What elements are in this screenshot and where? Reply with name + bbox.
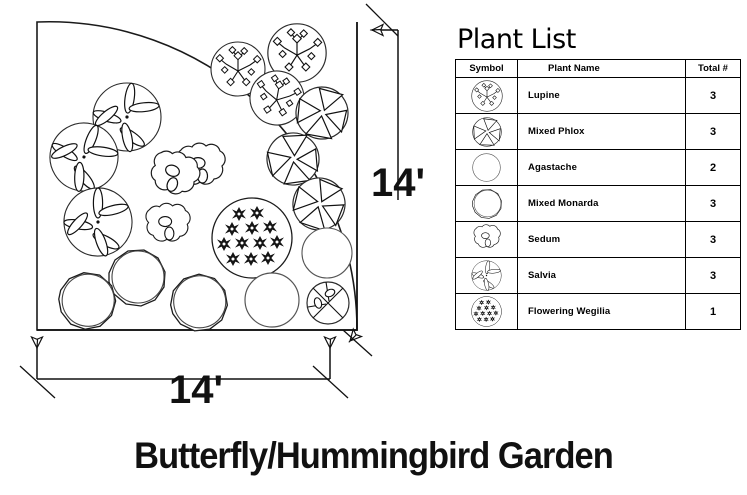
planting-mixed-phlox xyxy=(306,281,350,325)
legend-symbol-cell xyxy=(455,113,518,150)
plant-name-cell: Mixed Monarda xyxy=(517,185,686,222)
plant-total-cell: 3 xyxy=(685,185,741,222)
plant-total-cell: 2 xyxy=(685,149,741,186)
plant-name-cell: Sedum xyxy=(517,221,686,258)
sedum-symbol xyxy=(473,224,501,248)
plant-name-cell: Agastache xyxy=(517,149,686,186)
agastache-symbol xyxy=(472,153,501,182)
plant-total-cell: 3 xyxy=(685,257,741,294)
table-row: Mixed Monarda 3 xyxy=(455,185,741,222)
dimension-label-horizontal: 14' xyxy=(169,368,223,412)
column-header-total: Total # xyxy=(685,59,741,78)
plant-total-cell: 3 xyxy=(685,77,741,114)
lupine-symbol xyxy=(470,79,503,112)
table-header-row: Symbol Plant Name Total # xyxy=(455,59,741,78)
salvia-symbol xyxy=(471,260,502,292)
column-header-symbol: Symbol xyxy=(455,59,518,78)
planting-mixed-monarda xyxy=(108,249,166,307)
column-header-plant-name: Plant Name xyxy=(517,59,686,78)
planting-sedum xyxy=(145,202,191,242)
page-title: Butterfly/Hummingbird Garden xyxy=(134,435,614,476)
legend-symbol-cell xyxy=(455,185,518,222)
legend-symbol-cell xyxy=(455,221,518,258)
plant-name-cell: Flowering Wegilia xyxy=(517,293,686,330)
plant-total-cell: 3 xyxy=(685,113,741,150)
dimension-vertical: 14' xyxy=(365,3,425,205)
table-row: Flowering Wegilia 1 xyxy=(455,293,741,330)
plant-list-heading: Plant List xyxy=(457,24,576,55)
legend-symbol-cell xyxy=(455,257,518,294)
table-row: Mixed Phlox 3 xyxy=(455,113,741,150)
legend-symbol-cell xyxy=(455,293,518,330)
plant-list-panel: Plant List Symbol Plant Name Total # Lup… xyxy=(455,24,741,330)
mixed-phlox-symbol xyxy=(471,116,502,147)
plant-total-cell: 1 xyxy=(685,293,741,330)
mixed-monarda-symbol xyxy=(471,188,502,219)
plant-list-table: Symbol Plant Name Total # Lupine 3 xyxy=(455,59,741,330)
legend-symbol-cell xyxy=(455,77,518,114)
table-row: Salvia 3 xyxy=(455,257,741,294)
table-row: Agastache 2 xyxy=(455,149,741,186)
plant-name-cell: Salvia xyxy=(517,257,686,294)
plant-total-cell: 3 xyxy=(685,221,741,258)
dimension-horizontal: 14' xyxy=(19,328,373,412)
planting-flowering-wegilia xyxy=(212,198,292,278)
flowering-wegilia-symbol xyxy=(470,295,503,328)
plant-name-cell: Lupine xyxy=(517,77,686,114)
table-row: Lupine 3 xyxy=(455,77,741,114)
plant-name-cell: Mixed Phlox xyxy=(517,113,686,150)
table-row: Sedum 3 xyxy=(455,221,741,258)
dimension-label-vertical: 14' xyxy=(371,161,425,205)
legend-symbol-cell xyxy=(455,149,518,186)
planting-agastache xyxy=(244,272,300,328)
planting-agastache xyxy=(301,227,353,279)
